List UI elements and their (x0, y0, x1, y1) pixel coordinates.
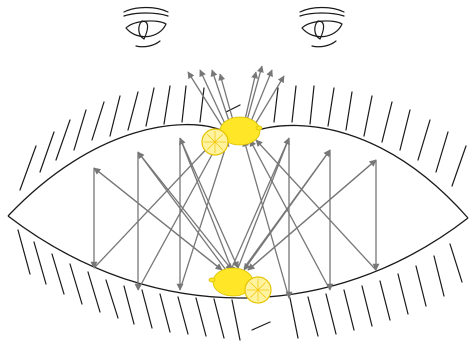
lemon-image-icon (202, 117, 262, 155)
right-eye-icon (300, 8, 344, 47)
exit-ray-line (254, 76, 284, 126)
hatch-line (400, 110, 410, 150)
hatch-line (52, 254, 64, 294)
hatch-line (34, 242, 46, 284)
hatch-line (106, 280, 118, 318)
hatch-line (452, 146, 466, 186)
hatch-line (362, 286, 372, 326)
hatch-line (74, 110, 86, 150)
ray-line (244, 140, 289, 298)
top-opening-mark (226, 105, 240, 112)
ray-line (94, 140, 215, 268)
hatch-line (142, 290, 152, 328)
hatch-line (196, 298, 206, 336)
hatch-line (160, 294, 170, 332)
hatch-line (40, 132, 54, 172)
ray-line (250, 140, 330, 290)
hatch-line (70, 264, 82, 304)
hatch-line (326, 294, 336, 334)
hatch-line (18, 230, 30, 274)
hatch-line (346, 92, 352, 130)
lemon-slice-icon (247, 279, 269, 301)
hatch-line (88, 272, 100, 312)
ray-line (238, 138, 289, 268)
hatch-line (146, 88, 154, 126)
hatch-line (292, 86, 296, 122)
hatch-line (20, 146, 36, 190)
hatch-line (308, 297, 318, 336)
ray-line (248, 160, 376, 270)
hatch-line (164, 86, 170, 124)
ray-line (180, 138, 232, 270)
hatch-line (274, 88, 278, 122)
hatch-line (182, 86, 186, 122)
hatch-line (364, 96, 372, 136)
hatch-line (436, 132, 448, 172)
bottom-opening-mark (252, 322, 270, 330)
hatch-line (124, 286, 134, 324)
hatch-line (416, 266, 426, 306)
hatch-line (380, 281, 390, 320)
ray-line (138, 140, 220, 290)
hatch-line (418, 120, 430, 160)
ray-line (256, 140, 376, 270)
hatch-line (290, 298, 298, 338)
hatch-line (110, 96, 120, 136)
hatch-line (434, 256, 444, 296)
exit-ray-line (244, 72, 256, 124)
left-eye-icon (124, 8, 168, 47)
hatch-line (128, 92, 138, 130)
hatch-line (382, 102, 392, 142)
hatch-line (344, 290, 354, 330)
hatch-line (56, 120, 70, 160)
hatch-line (328, 88, 334, 126)
hatch-line (214, 299, 224, 338)
ray-line (180, 140, 228, 290)
hatch-line (92, 102, 104, 140)
hatch-line (232, 300, 240, 340)
hatch-line (310, 86, 314, 124)
hatch-line (178, 297, 188, 334)
hatch-line (450, 244, 462, 282)
ray-line (180, 138, 238, 268)
hatch-line (398, 274, 408, 314)
lemon-slice-icon (204, 131, 226, 153)
